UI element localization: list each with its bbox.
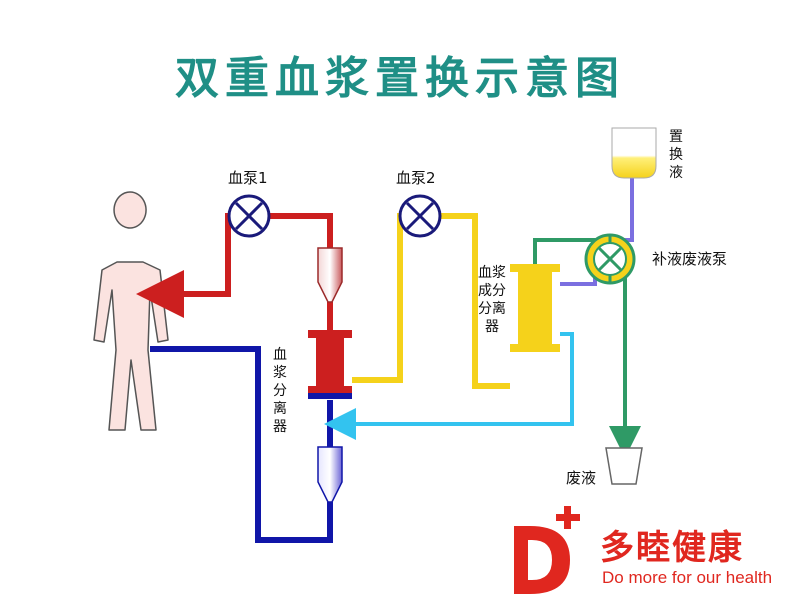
label-plasma-separator: 血浆分离器 [273,347,287,435]
diagram-title: 双重血浆置换示意图 [175,53,625,104]
blood-pump-2 [398,194,442,238]
return-line-light-blue [345,332,574,426]
label-pump-2: 血泵2 [396,169,436,187]
venous-line-blue [150,346,333,543]
fluid-exchange-pump [584,233,636,285]
brand-slogan: Do more for our health [602,568,773,587]
label-pump-1: 血泵1 [228,169,268,187]
blood-pump-1 [227,194,271,238]
blue-drip-chamber [317,446,343,503]
plasma-component-separator [510,264,560,352]
label-fluid-pump: 补液废液泵 [652,250,728,268]
label-waste: 废液 [566,469,597,487]
label-component-separator: 血浆成分分离器 [478,265,506,335]
replacement-fluid-bag [611,127,657,179]
patient-figure [93,191,169,431]
brand-logo [514,506,580,594]
plasma-separator [308,330,352,399]
label-replacement-fluid: 置换液 [669,129,683,181]
waste-container [605,447,643,485]
red-drip-chamber [317,247,343,303]
waste-line-green [533,238,627,438]
brand-name: 多睦健康 [600,528,744,568]
